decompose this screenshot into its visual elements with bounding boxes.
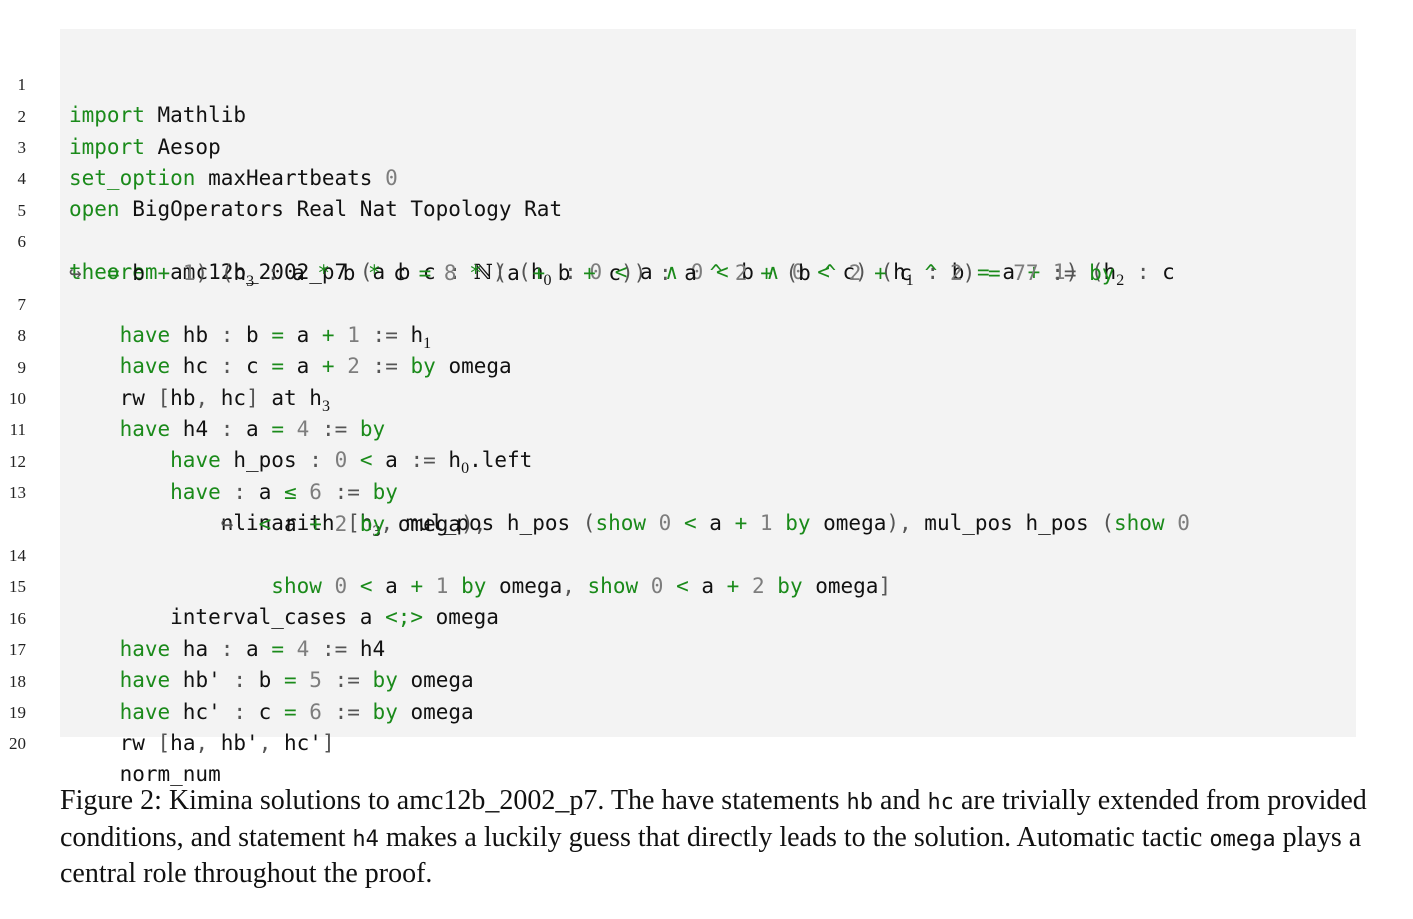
code-line: 16 have ha : a = 4 := h4 (0, 571, 1413, 662)
line-number: 10 (9, 388, 26, 408)
line-number: 1 (17, 74, 27, 94)
code-line: 13 nlinarith [h3, mul_pos h_pos (show 0 … (0, 445, 1413, 541)
line-number: 14 (9, 545, 26, 565)
line-number: 16 (9, 608, 26, 628)
line-number: 5 (17, 200, 27, 220)
line-number: 12 (9, 451, 26, 471)
code-line: 5 (0, 163, 1413, 220)
caption-code: hb (846, 790, 874, 815)
caption-code: h4 (352, 826, 379, 852)
code-line: 9 rw [hb, hc] at h3 (0, 320, 1413, 416)
line-number: 18 (9, 671, 26, 691)
line-number: 20 (9, 733, 26, 753)
code-line: 17 have hb' : b = 5 := by omega (0, 602, 1413, 693)
code-line: 11 have h_pos : 0 < a := h0.left (0, 382, 1413, 478)
line-number: 8 (17, 325, 27, 345)
code-line: 12 have : a ≤ 6 := by (0, 414, 1413, 505)
caption-text: Figure 2: Kimina solutions to amc12b_200… (60, 785, 847, 816)
code-line: 6 theorem amc12b_2002_p7 (a b c : ℕ) (h0… (0, 194, 1413, 290)
caption-text: plays a central role throughout the proo… (60, 821, 1362, 890)
code-listing (60, 29, 1356, 737)
code-line: 2 import Aesop (0, 69, 1413, 160)
code-line: 1 import Mathlib (0, 37, 1413, 128)
caption-code: omega (1209, 826, 1276, 852)
line-number: 3 (17, 137, 27, 157)
line-number: 4 (17, 168, 27, 188)
code-line: 18 have hc' : c = 6 := by omega (0, 634, 1413, 725)
code-line: 3 set_option maxHeartbeats 0 (0, 100, 1413, 191)
code-line: 19 rw [ha, hb', hc'] (0, 665, 1413, 756)
code-line-continuation: ↪ < a + 2 by omega), (220, 511, 487, 536)
line-number: 7 (17, 294, 27, 314)
line-number: 9 (17, 357, 27, 377)
figure-caption: Figure 2: Kimina solutions to amc12b_200… (60, 784, 1370, 892)
line-number: 17 (9, 639, 26, 659)
line-number: 2 (17, 106, 27, 126)
code-line: 7 have hb : b = a + 1 := h1 (0, 257, 1413, 353)
code-line-continuation: ↪ = b + 1) (h3 : a * b * c = 8 * (a + b … (69, 260, 1115, 290)
line-number: 15 (9, 576, 26, 596)
line-number: 6 (17, 231, 27, 251)
caption-text: and (873, 785, 928, 816)
code-line: 4 open BigOperators Real Nat Topology Ra… (0, 131, 1413, 222)
code-line: 20 norm_num (0, 696, 1413, 787)
line-number: 11 (9, 419, 26, 439)
line-number: 19 (9, 702, 26, 722)
line-number: 13 (9, 482, 26, 502)
code-line: 14 show 0 < a + 1 by omega, show 0 < a +… (0, 508, 1413, 599)
caption-text: makes a luckily guess that directly lead… (378, 821, 1210, 853)
caption-code: hc (927, 790, 954, 815)
code-line: 15 interval_cases a <;> omega (0, 539, 1413, 630)
caption-text: are trivially extended from provided con… (60, 785, 1367, 853)
code-line: 8 have hc : c = a + 2 := by omega (0, 288, 1413, 379)
code-line: 10 have h4 : a = 4 := by (0, 351, 1413, 442)
